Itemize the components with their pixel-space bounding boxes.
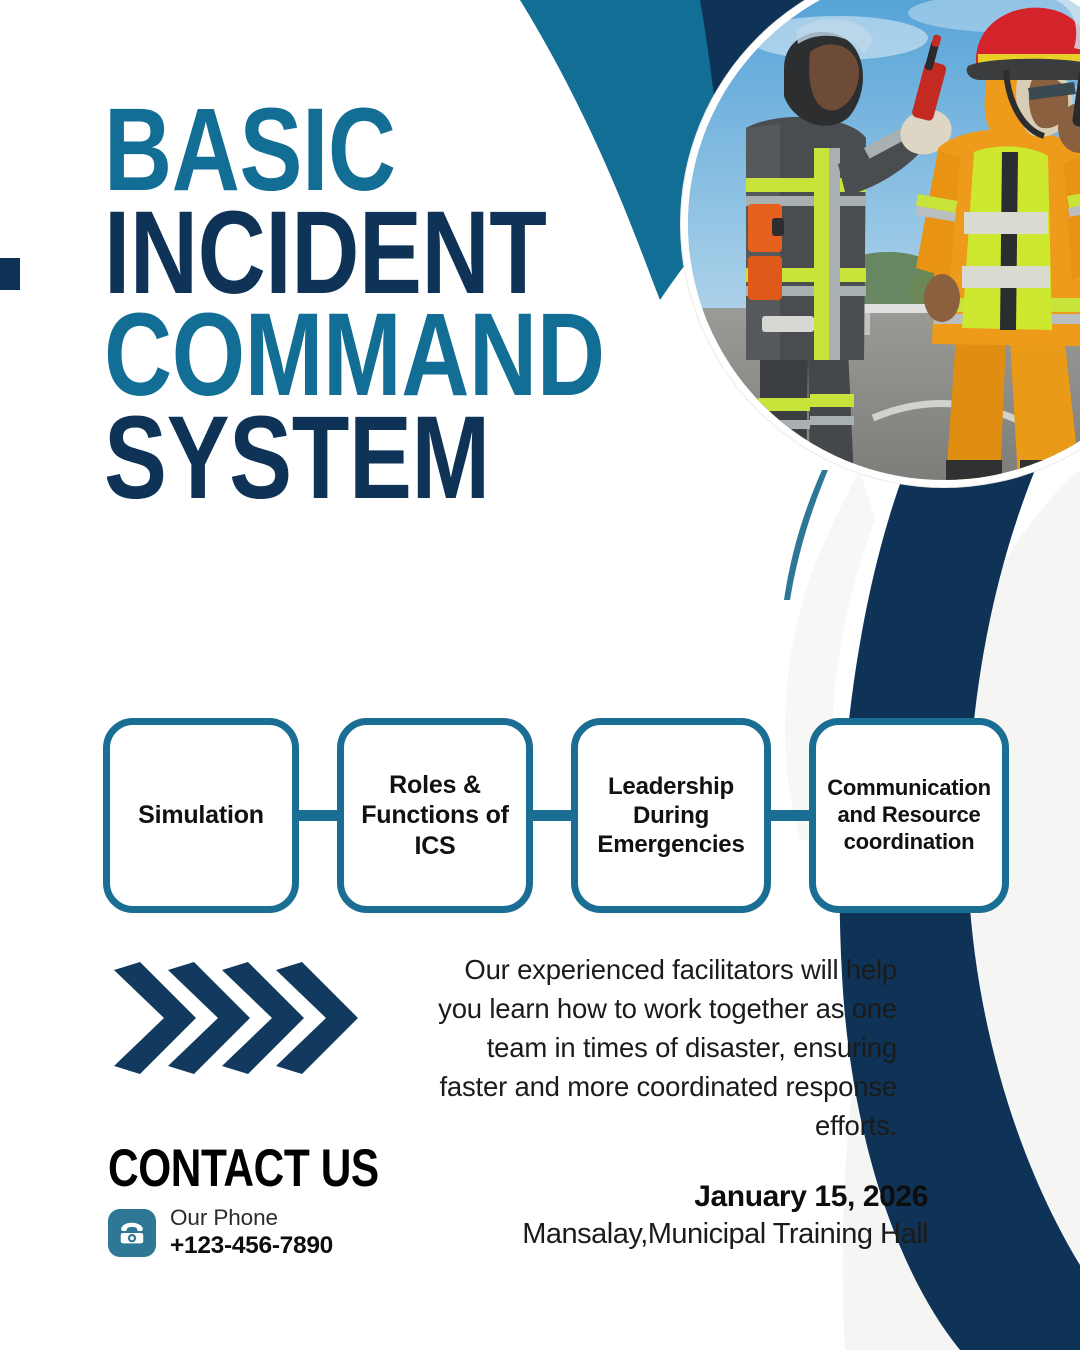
phone-row[interactable]: Our Phone +123-456-7890 [108,1205,447,1260]
box-connector-1 [299,810,337,821]
telephone-icon [108,1208,156,1257]
phone-label: Our Phone [170,1205,278,1230]
headline-line-2: INCIDENT [104,186,547,319]
chevron-right-icon [114,962,196,1074]
topic-label: Communication and Resource coordination [827,775,991,854]
topic-box-simulation[interactable]: Simulation [103,718,299,913]
chevron-right-icon [222,962,304,1074]
navy-tick [0,258,20,290]
headline-line-4: SYSTEM [104,391,490,524]
topic-box-communication[interactable]: Communication and Resource coordination [809,718,1009,913]
contact-heading: CONTACT US [108,1139,379,1198]
contact-details: Our Phone +123-456-7890 [170,1205,333,1260]
chevron-right-icon-group [110,962,358,1079]
topic-label: Roles & Functions of ICS [361,770,509,860]
page-title: BASIC INCIDENT COMMAND SYSTEM [104,84,730,516]
headline-line-1: BASIC [104,84,396,216]
phone-number[interactable]: +123-456-7890 [170,1231,333,1259]
topic-label: Leadership During Emergencies [597,772,745,859]
event-info: January 15, 2026 Mansalay,Municipal Trai… [522,1178,928,1253]
teal-hairline [784,470,828,600]
topic-box-leadership[interactable]: Leadership During Emergencies [571,718,771,913]
event-date: January 15, 2026 [694,1180,928,1213]
topic-label: Simulation [138,801,264,830]
chevron-right-icon [168,962,250,1074]
right-gray-band-2 [784,470,875,840]
headline-line-3: COMMAND [104,289,605,422]
topic-box-roles-functions[interactable]: Roles & Functions of ICS [337,718,533,913]
contact-block: CONTACT US Our Phone +123-456-7890 [108,1142,447,1260]
description-text: Our experienced facilitators will help y… [438,954,897,1142]
box-connector-2 [533,810,571,821]
chevron-right-icon [276,962,358,1074]
event-venue: Mansalay,Municipal Training Hall [522,1218,928,1251]
box-connector-3 [771,810,809,821]
topic-box-row: Simulation Roles & Functions of ICS Lead… [103,718,1011,913]
